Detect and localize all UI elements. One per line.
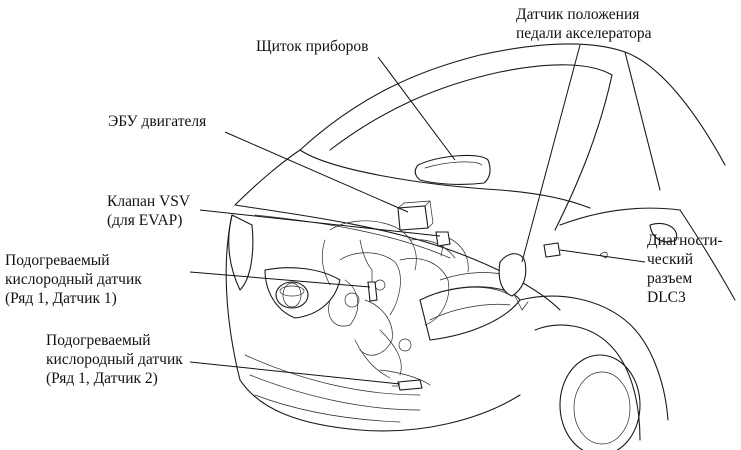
o2-sensor-1-part xyxy=(367,269,378,302)
vsv-line-1: Клапан VSV xyxy=(107,193,191,210)
leader-lines xyxy=(189,44,646,385)
dlc3-part xyxy=(543,242,561,258)
car-body xyxy=(225,43,736,450)
dlc3-label: Диагности- ческий разъем DLC3 xyxy=(647,231,723,307)
accel-sensor-line-1: Датчик положения xyxy=(516,6,640,23)
dlc3-line-3: разъем xyxy=(647,270,693,287)
o2-sensor-1-line-3: (Ряд 1, Датчик 1) xyxy=(5,290,117,307)
o2-sensor-1-line-1: Подогреваемый xyxy=(5,252,110,269)
vsv-label: Клапан VSV (для EVAP) xyxy=(107,192,190,230)
o2-sensor-2-line-1: Подогреваемый xyxy=(46,332,151,349)
o2-sensor-1-label: Подогреваемый кислородный датчик (Ряд 1,… xyxy=(5,251,142,308)
ecm-text: ЭБУ двигателя xyxy=(108,113,207,130)
o2-sensor-2-label: Подогреваемый кислородный датчик (Ряд 1,… xyxy=(46,331,183,388)
ecm-part xyxy=(397,200,434,231)
o2-sensor-2-part xyxy=(391,379,423,391)
vsv-line-2: (для EVAP) xyxy=(107,212,183,229)
instrument-panel-text: Щиток приборов xyxy=(256,38,369,55)
instrument-panel-label: Щиток приборов xyxy=(256,37,368,56)
o2-sensor-2-line-3: (Ряд 1, Датчик 2) xyxy=(46,370,158,387)
dlc3-line-2: ческий xyxy=(647,251,694,268)
dlc3-line-1: Диагности- xyxy=(647,232,723,249)
dlc3-line-4: DLC3 xyxy=(647,289,686,306)
accel-sensor-label: Датчик положения педали акселератора xyxy=(516,5,652,43)
accel-sensor-line-2: педали акселератора xyxy=(516,25,652,42)
o2-sensor-2-line-2: кислородный датчик xyxy=(46,351,183,368)
ecm-label: ЭБУ двигателя xyxy=(108,112,206,131)
engine-bay xyxy=(321,220,521,386)
o2-sensor-1-line-2: кислородный датчик xyxy=(5,271,142,288)
instrument-panel-part xyxy=(414,154,491,185)
accelerator-pedal-part xyxy=(498,253,529,311)
